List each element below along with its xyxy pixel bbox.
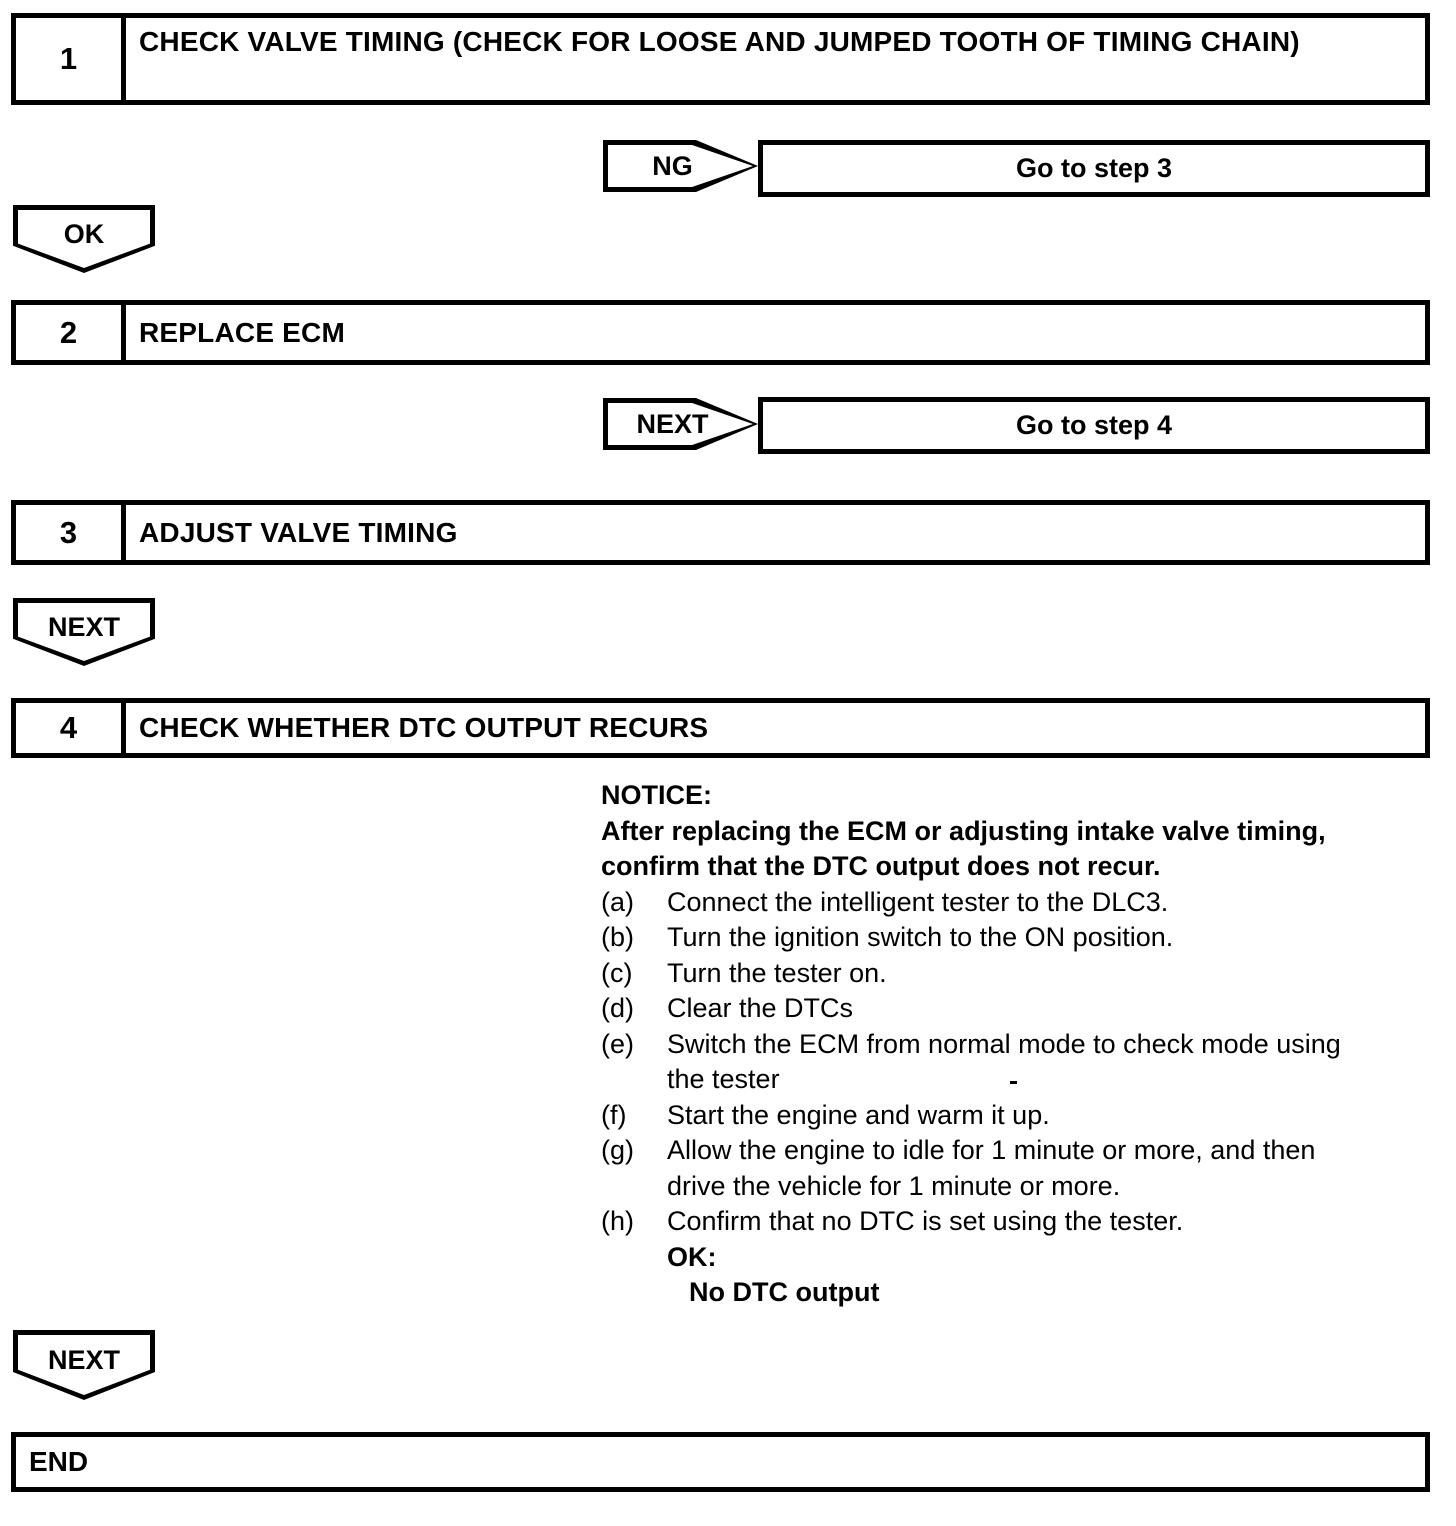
connector-next-arrow-step4[interactable]: NEXT [13, 1330, 155, 1400]
list-item-text: Switch the ECM from normal mode to check… [667, 1028, 1341, 1059]
stray-ink-mark [1010, 1081, 1017, 1084]
list-item: (c) Turn the tester on. [601, 956, 1441, 992]
notice-body-line-1: After replacing the ECM or adjusting int… [601, 815, 1326, 846]
connector-ok-label: OK [63, 219, 105, 249]
connector-ng-arrow[interactable]: NG [603, 140, 758, 192]
step-box-1[interactable]: 1 CHECK VALVE TIMING (CHECK FOR LOOSE AN… [11, 13, 1430, 105]
list-item-continuation: drive the vehicle for 1 minute or more. [601, 1169, 1441, 1205]
list-item-marker: (a) [601, 886, 634, 917]
step-title-1: CHECK VALVE TIMING (CHECK FOR LOOSE AND … [139, 26, 1300, 57]
list-item-marker: (g) [601, 1135, 634, 1165]
list-item-text: Start the engine and warm it up. [667, 1099, 1050, 1130]
list-item-text: Turn the tester on. [667, 957, 887, 988]
notice-ok-value: No DTC output [689, 1277, 880, 1307]
notice-ok-label: OK: [667, 1241, 717, 1272]
list-item: (g) Allow the engine to idle for 1 minut… [601, 1133, 1441, 1169]
notice-procedure-list: (a) Connect the intelligent tester to th… [601, 885, 1441, 1240]
step-title-4: CHECK WHETHER DTC OUTPUT RECURS [139, 712, 709, 743]
connector-ng-label: NG [652, 150, 693, 181]
step-number-4: 4 [16, 703, 126, 753]
list-item: (h) Confirm that no DTC is set using the… [601, 1204, 1441, 1240]
list-item: (b) Turn the ignition switch to the ON p… [601, 920, 1441, 956]
step-number-2: 2 [16, 305, 126, 360]
connector-next-arrow-step3[interactable]: NEXT [13, 598, 155, 666]
list-item-text: Connect the intelligent tester to the DL… [667, 886, 1169, 917]
end-label: END [29, 1446, 89, 1477]
list-item-marker: (d) [601, 993, 634, 1023]
step-title-3: ADJUST VALVE TIMING [139, 516, 458, 548]
step-number-1: 1 [16, 18, 126, 100]
list-item-marker: (e) [601, 1028, 634, 1059]
result-go-to-step-4[interactable]: Go to step 4 [758, 397, 1430, 454]
result-go-to-step-4-label: Go to step 4 [1015, 410, 1172, 440]
list-item: (f) Start the engine and warm it up. [601, 1098, 1441, 1134]
list-item-marker: (b) [601, 922, 634, 952]
step-number-3: 3 [16, 505, 126, 560]
connector-next-label-step3: NEXT [47, 612, 120, 642]
list-item: (e) Switch the ECM from normal mode to c… [601, 1027, 1441, 1063]
connector-next-arrow-step2[interactable]: NEXT [603, 398, 758, 450]
notice-heading: NOTICE: [601, 780, 712, 810]
connector-next-label-step2: NEXT [636, 408, 709, 439]
step-box-3[interactable]: 3 ADJUST VALVE TIMING [11, 500, 1430, 565]
result-go-to-step-3[interactable]: Go to step 3 [758, 140, 1430, 197]
list-item-continuation: the tester [601, 1062, 1441, 1098]
list-item-text: the tester [667, 1064, 780, 1094]
list-item-marker: (f) [601, 1099, 627, 1130]
step-title-2: REPLACE ECM [139, 316, 345, 348]
notice-body-line-2: confirm that the DTC output does not rec… [601, 851, 1161, 881]
list-item-text: Allow the engine to idle for 1 minute or… [667, 1135, 1316, 1165]
list-item-text: Confirm that no DTC is set using the tes… [667, 1206, 1184, 1236]
list-item-text: Clear the DTCs [667, 993, 854, 1023]
connector-ok-arrow[interactable]: OK [13, 205, 155, 273]
list-item-marker: (h) [601, 1206, 634, 1236]
step-box-2[interactable]: 2 REPLACE ECM [11, 300, 1430, 365]
list-item-text: drive the vehicle for 1 minute or more. [667, 1170, 1121, 1201]
step-box-4[interactable]: 4 CHECK WHETHER DTC OUTPUT RECURS [11, 698, 1430, 758]
connector-next-label-step4: NEXT [47, 1345, 120, 1375]
result-go-to-step-3-label: Go to step 3 [1015, 153, 1172, 183]
list-item-text: Turn the ignition switch to the ON posit… [667, 922, 1174, 952]
list-item: (a) Connect the intelligent tester to th… [601, 885, 1441, 921]
notice-block: NOTICE: After replacing the ECM or adjus… [601, 778, 1441, 1311]
list-item-marker: (c) [601, 957, 633, 988]
end-box[interactable]: END [11, 1432, 1430, 1492]
list-item: (d) Clear the DTCs [601, 991, 1441, 1027]
